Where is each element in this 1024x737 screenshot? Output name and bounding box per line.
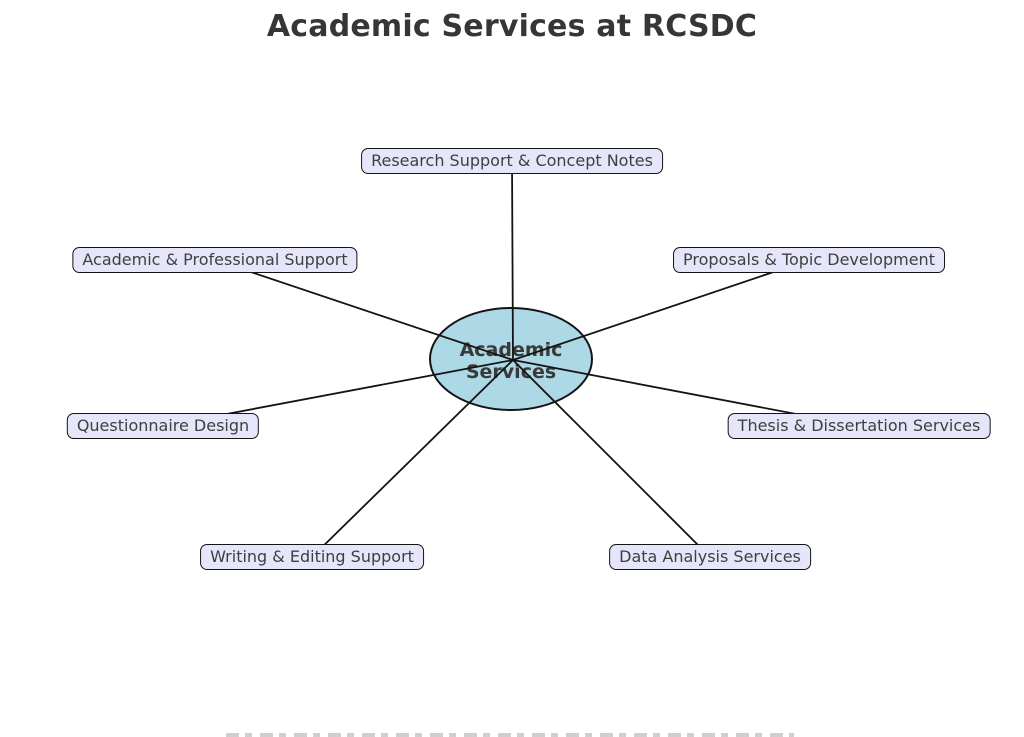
edge-line xyxy=(311,359,514,558)
node-data-analysis-services: Data Analysis Services xyxy=(609,544,811,570)
node-writing-editing-support: Writing & Editing Support xyxy=(200,544,424,570)
node-academic-professional-support: Academic & Professional Support xyxy=(72,247,358,273)
edge-line xyxy=(512,359,711,558)
node-research-support-concept-notes: Research Support & Concept Notes xyxy=(361,148,663,174)
clipped-caption-artifact xyxy=(226,733,794,737)
node-proposals-topic-development: Proposals & Topic Development xyxy=(673,247,945,273)
edge-line xyxy=(511,160,514,361)
hub-label-line2: Services xyxy=(465,361,557,383)
hub-label: Academic Services xyxy=(460,339,563,383)
figure-title: Academic Services at RCSDC xyxy=(266,9,758,44)
hub-label-line1: Academic xyxy=(459,339,563,361)
node-thesis-dissertation-services: Thesis & Dissertation Services xyxy=(727,413,991,439)
node-questionnaire-design: Questionnaire Design xyxy=(66,413,260,439)
